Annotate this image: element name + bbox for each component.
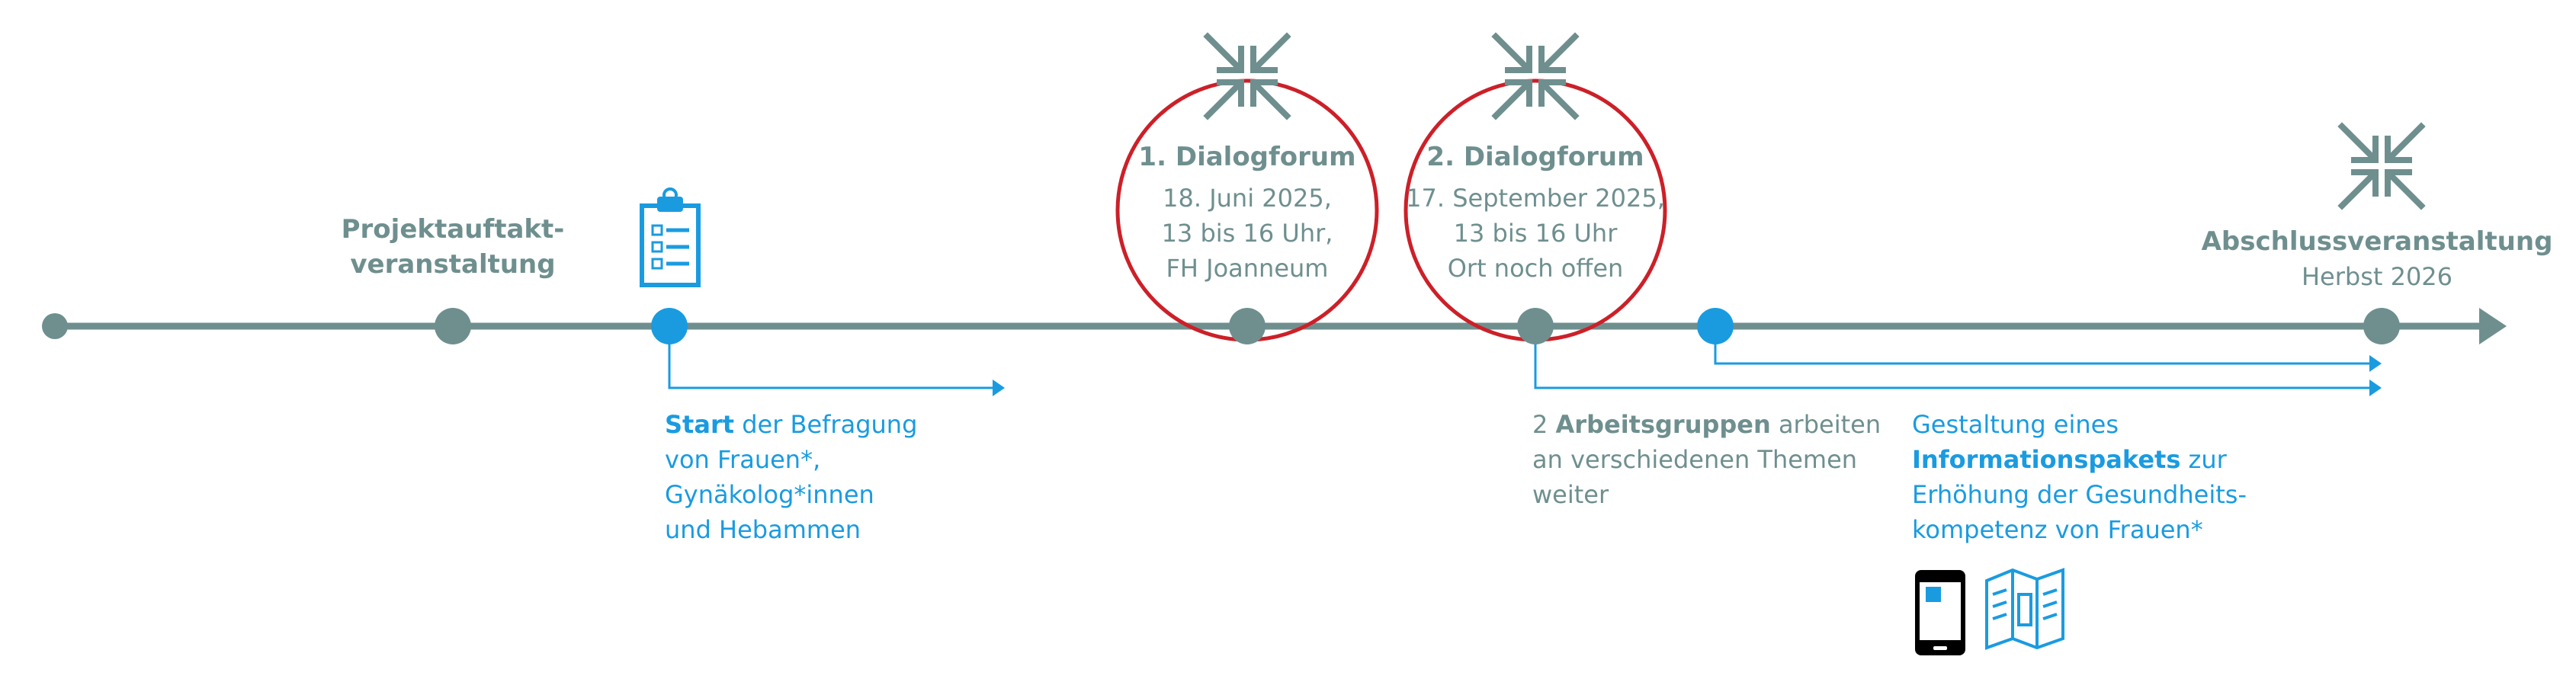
- workgroups-duration-arrow: [1534, 334, 2382, 396]
- kickoff-dot: [435, 308, 471, 344]
- final-label: Abschlussveranstaltung Herbst 2026: [2202, 224, 2553, 294]
- forum1-place: FH Joanneum: [1166, 254, 1329, 283]
- workgroups-line3: weiter: [1532, 480, 1609, 509]
- timeline-start-dot: [42, 313, 68, 339]
- survey-line1: Start der Befragung: [665, 410, 918, 439]
- forum2-label: 2. Dialogforum 17. September 2025, 13 bi…: [1406, 139, 1665, 286]
- infopack-duration-arrow: [1714, 334, 2382, 372]
- survey-duration-arrow: [668, 334, 1005, 396]
- forum1-time: 13 bis 16 Uhr,: [1161, 219, 1333, 248]
- workgroups-line2: an verschiedenen Themen: [1532, 445, 1858, 474]
- forum1-dot: [1229, 308, 1266, 344]
- infopack-line1: Gestaltung eines: [1912, 410, 2119, 439]
- survey-dot: [651, 308, 688, 344]
- final-title: Abschlussveranstaltung: [2201, 226, 2553, 257]
- forum2-date: 17. September 2025,: [1406, 184, 1665, 213]
- infopack-line2: Informationspakets zur: [1912, 445, 2227, 474]
- kickoff-label: Projektauftakt- veranstaltung: [342, 212, 565, 282]
- survey-line4: und Hebammen: [665, 515, 861, 544]
- kickoff-title-line2: veranstaltung: [350, 249, 556, 280]
- final-dot: [2363, 308, 2400, 344]
- workgroups-line1: 2 Arbeitsgruppen arbeiten: [1532, 410, 1881, 439]
- forum1-title: 1. Dialogforum: [1138, 142, 1356, 172]
- infopack-line3: Erhöhung der Gesundheits-: [1912, 480, 2247, 509]
- smartphone-icon: [1915, 570, 1965, 655]
- kickoff-title-line1: Projektauftakt-: [341, 214, 565, 245]
- converge-arrows-icon: [1496, 37, 1575, 116]
- forum2-time: 13 bis 16 Uhr: [1453, 219, 1618, 248]
- converge-arrows-icon: [1208, 37, 1287, 116]
- survey-line3: Gynäkolog*innen: [665, 480, 874, 509]
- final-date: Herbst 2026: [2301, 262, 2453, 291]
- infopack-label: Gestaltung eines Informationspakets zur …: [1912, 407, 2247, 547]
- forum2-dot: [1517, 308, 1554, 344]
- forum1-label: 1. Dialogforum 18. Juni 2025, 13 bis 16 …: [1138, 139, 1355, 286]
- survey-line2: von Frauen*,: [665, 445, 821, 474]
- workgroups-label: 2 Arbeitsgruppen arbeiten an verschieden…: [1532, 407, 1881, 512]
- forum2-title: 2. Dialogforum: [1426, 142, 1644, 172]
- survey-start-word: Start: [665, 410, 735, 439]
- infopack-dot: [1697, 308, 1734, 344]
- converge-arrows-icon: [2342, 127, 2421, 206]
- infopack-line4: kompetenz von Frauen*: [1912, 515, 2203, 544]
- clipboard-checklist-icon: [640, 187, 701, 287]
- forum1-date: 18. Juni 2025,: [1163, 184, 1332, 213]
- forum2-place: Ort noch offen: [1447, 254, 1624, 283]
- timeline-arrowhead: [2479, 308, 2507, 344]
- folded-flyer-icon: [1985, 568, 2064, 650]
- survey-label: Start der Befragung von Frauen*, Gynäkol…: [665, 407, 917, 547]
